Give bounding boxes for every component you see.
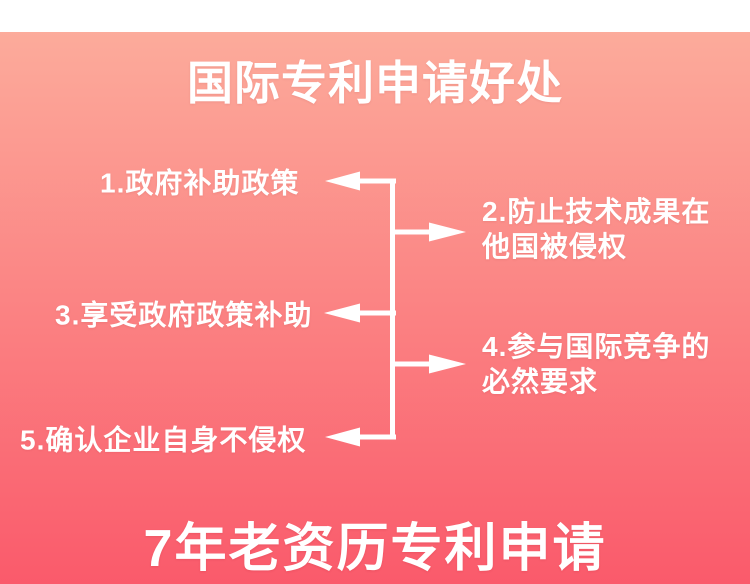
footer-title: 7年老资历专利申请 [143, 520, 607, 578]
benefit-item-4-label-line-1: 4.参与国际竞争的 [482, 331, 711, 362]
page-title: 国际专利申请好处 [187, 57, 563, 109]
benefit-item-5-label: 5.确认企业自身不侵权 [20, 424, 307, 456]
benefit-item-1-label: 1.政府补助政策 [100, 167, 300, 199]
benefit-item-3-label: 3.享受政府政策补助 [55, 299, 313, 331]
top-white-band [0, 0, 750, 32]
benefit-item-4-label-line-2: 必然要求 [482, 366, 599, 397]
benefit-item-1: 1.政府补助政策 [100, 166, 299, 201]
benefit-item-5: 5.确认企业自身不侵权 [20, 423, 306, 458]
benefit-item-2: 2.防止技术成果在 他国被侵权 [482, 194, 710, 264]
benefit-item-4: 4.参与国际竞争的 必然要求 [482, 329, 710, 399]
gradient-background [0, 32, 750, 584]
benefit-item-2-label-line-2: 他国被侵权 [482, 231, 628, 262]
benefit-item-3: 3.享受政府政策补助 [55, 298, 312, 333]
benefit-item-2-label-line-1: 2.防止技术成果在 [482, 196, 711, 227]
